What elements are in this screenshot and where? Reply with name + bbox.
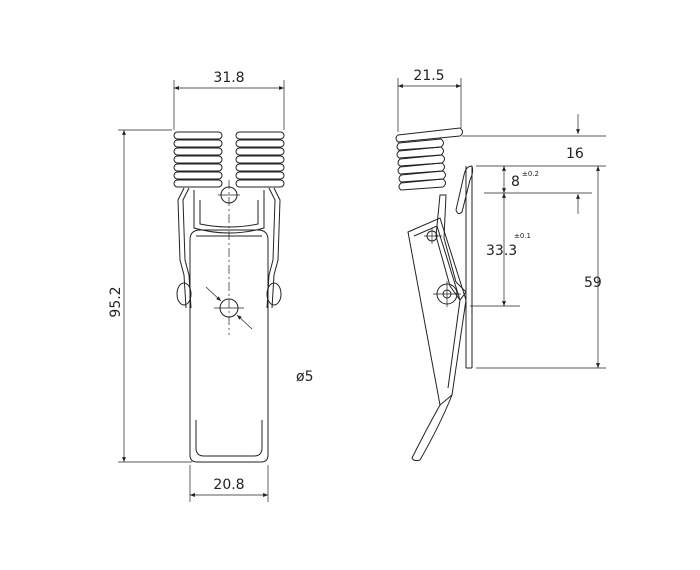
dim-offset-16: 16 (566, 146, 584, 162)
tol-pitch-8: ±0.2 (522, 170, 539, 178)
dim-bottom-width: 20.8 (213, 477, 244, 493)
left-spring-coil (173, 131, 223, 188)
side-dimensions (397, 78, 606, 369)
dim-height-59: 59 (584, 275, 602, 291)
dim-top-width: 31.8 (213, 70, 244, 86)
front-dimensions (118, 80, 285, 502)
tol-span-33: ±0.1 (514, 232, 531, 240)
lever-body (189, 229, 269, 463)
dim-pitch-8: 8 (511, 174, 520, 190)
dim-total-height: 95.2 (108, 286, 124, 317)
side-view (395, 127, 474, 462)
right-spring-coil (235, 131, 285, 188)
hook (455, 165, 474, 215)
base-plate (465, 166, 473, 369)
dim-hole-diameter: ø5 (296, 369, 313, 385)
right-knuckle (266, 282, 282, 306)
upper-link (435, 194, 467, 301)
side-spring-coil (395, 127, 463, 191)
left-knuckle (176, 282, 192, 306)
side-lever-arm (407, 217, 467, 462)
dim-span-33: 33.3 (486, 243, 517, 259)
front-view (173, 131, 285, 463)
dim-side-width: 21.5 (413, 68, 444, 84)
